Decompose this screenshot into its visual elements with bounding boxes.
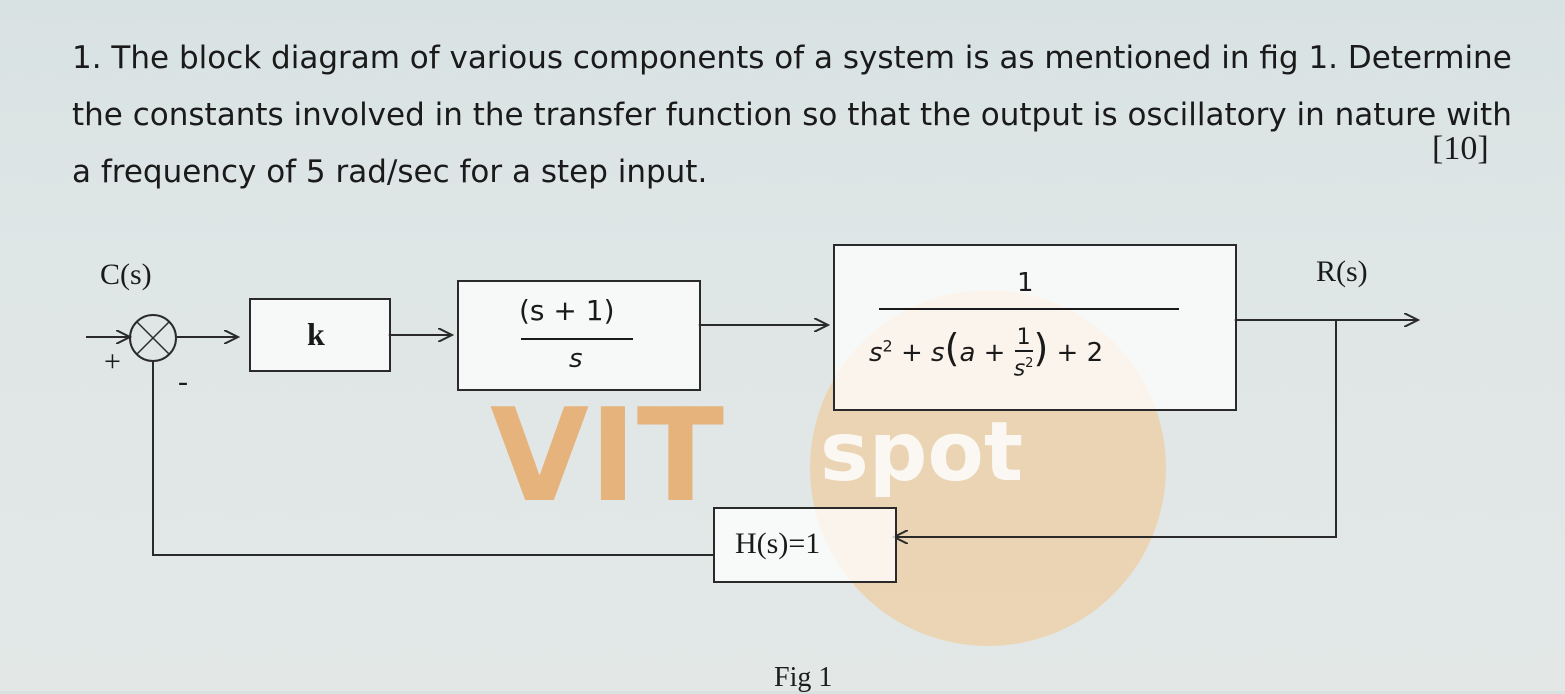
feedback-path-left [152, 362, 713, 556]
figure-caption: Fig 1 [774, 662, 833, 693]
plus-sign: + [104, 345, 121, 378]
plant-den-part2: + s [892, 338, 945, 369]
feedback-label: H(s)=1 [735, 527, 821, 560]
plant-den-paren-close: ) [1033, 326, 1049, 371]
plant-den-s: s [869, 338, 883, 369]
input-label: C(s) [100, 258, 152, 291]
question-line-1: 1. The block diagram of various componen… [72, 40, 1512, 76]
plant-den-part3: + 2 [1048, 338, 1104, 369]
plant-numerator: 1 [1017, 268, 1034, 298]
output-label: R(s) [1316, 255, 1368, 288]
gain-block-k: k [249, 298, 391, 372]
controller-block: (s + 1) s [457, 280, 701, 391]
controller-fraction-bar [521, 338, 633, 340]
summing-cross-2 [136, 321, 170, 355]
question-line-3: a frequency of 5 rad/sec for a step inpu… [72, 154, 708, 190]
question-text: 1. The block diagram of various componen… [72, 30, 1522, 201]
plant-inner-num: 1 [1014, 325, 1033, 352]
plant-inner-den: s2 [1014, 352, 1034, 381]
plant-inner-den-sup: 2 [1025, 356, 1034, 371]
feedback-block: H(s)=1 [713, 507, 897, 583]
controller-denominator: s [569, 344, 583, 374]
plant-den-a: a + [959, 338, 1014, 369]
plant-den-paren-open: ( [944, 326, 960, 371]
controller-numerator: (s + 1) [519, 294, 615, 327]
plant-den-sup: 2 [882, 336, 893, 356]
plant-inner-den-s: s [1013, 356, 1026, 382]
minus-sign: - [178, 365, 188, 398]
plant-fraction-bar [879, 308, 1179, 310]
summing-junction [129, 314, 177, 362]
marks-label: [10] [1432, 130, 1489, 167]
feedback-path-right [894, 320, 1337, 537]
question-line-2: the constants involved in the transfer f… [72, 97, 1512, 133]
gain-k-label: k [307, 316, 325, 352]
